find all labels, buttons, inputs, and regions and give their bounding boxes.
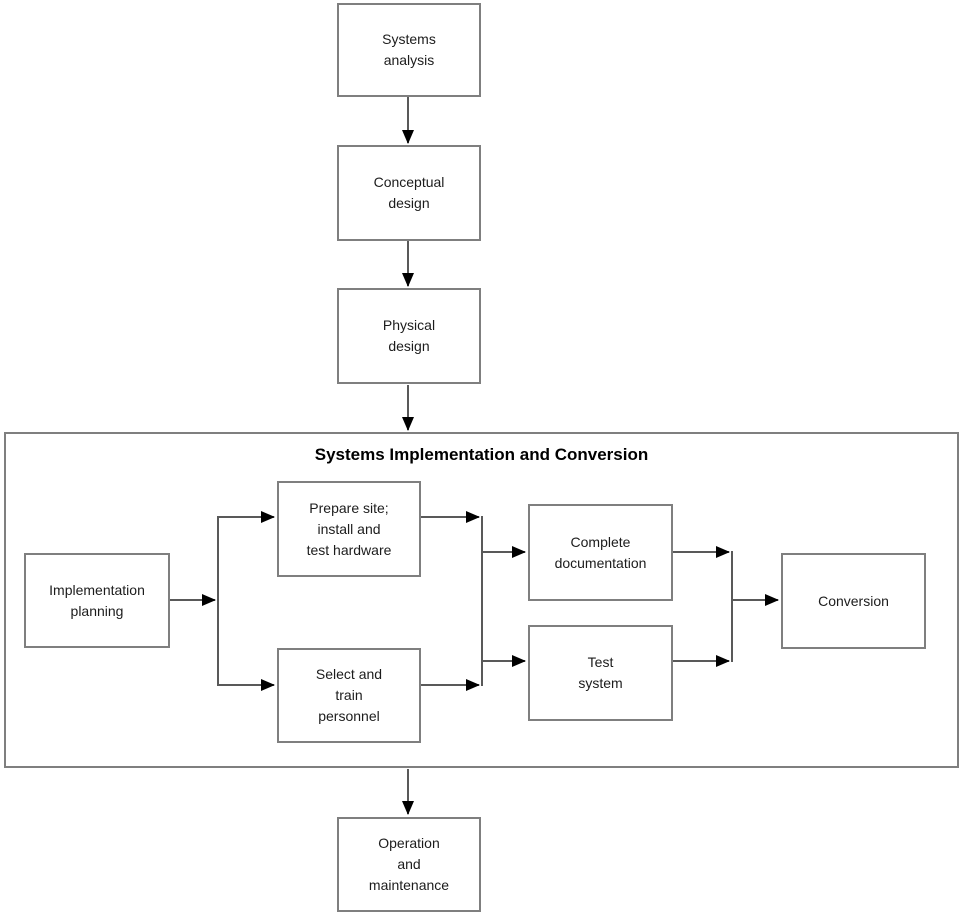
- node-label: Complete documentation: [554, 533, 647, 571]
- node-select-train: Select and train personnel: [277, 648, 421, 743]
- node-label: Physical design: [382, 317, 436, 354]
- node-label: Prepare site; install and test hardware: [306, 499, 392, 558]
- node-label: Conceptual design: [373, 174, 445, 211]
- node-operation-maintenance: Operation and maintenance: [337, 817, 481, 912]
- node-systems-analysis: Systems analysis: [337, 3, 481, 97]
- node-label: Test system: [578, 654, 623, 691]
- node-test-system: Test system: [528, 625, 673, 721]
- node-label: Implementation planning: [49, 581, 145, 619]
- node-complete-documentation: Complete documentation: [528, 504, 673, 601]
- node-label: Select and train personnel: [315, 666, 383, 724]
- node-implementation-planning: Implementation planning: [24, 553, 170, 648]
- node-physical-design: Physical design: [337, 288, 481, 384]
- node-conversion: Conversion: [781, 553, 926, 649]
- node-label: Operation and maintenance: [368, 835, 450, 893]
- node-label: Systems analysis: [382, 31, 436, 68]
- section-title: Systems Implementation and Conversion: [314, 445, 649, 464]
- node-label: Conversion: [818, 592, 889, 609]
- node-prepare-site: Prepare site; install and test hardware: [277, 481, 421, 577]
- implementation-section-container: Systems Implementation and Conversion: [4, 432, 959, 768]
- node-conceptual-design: Conceptual design: [337, 145, 481, 241]
